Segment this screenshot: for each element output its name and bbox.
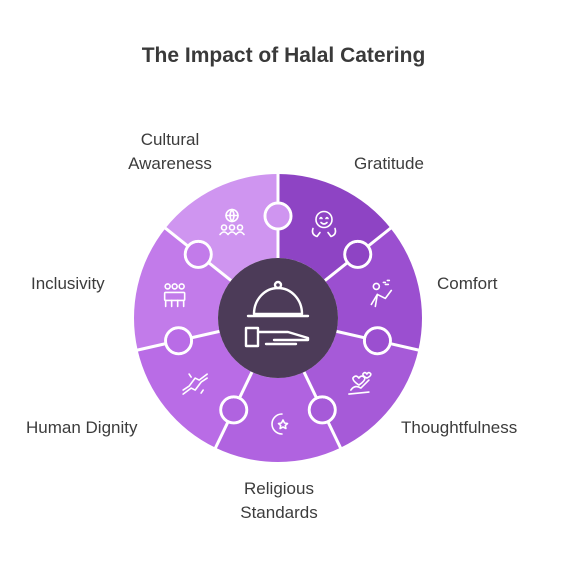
- puzzle-knob-fill: [222, 398, 246, 422]
- puzzle-knob-fill: [346, 242, 370, 266]
- puzzle-knob-fill: [266, 204, 290, 228]
- relaxing-person-icon: [370, 279, 393, 308]
- hearts-hand-icon: [348, 371, 372, 395]
- people-table-icon: [163, 283, 186, 308]
- segment-comfort: [324, 228, 422, 351]
- segment-religious: [215, 372, 341, 462]
- label-comfort: Comfort: [437, 274, 498, 293]
- label-cultural-awareness: Cultural Awareness: [128, 130, 212, 173]
- globe-people-icon: [219, 208, 245, 236]
- puzzle-knob-fill: [310, 398, 334, 422]
- label-gratitude: Gratitude: [354, 154, 424, 173]
- diagram-title: The Impact of Halal Catering: [141, 44, 426, 67]
- label-thoughtfulness: Thoughtfulness: [401, 418, 518, 437]
- hands-reaching-icon: [182, 373, 208, 395]
- grateful-face-icon: [311, 210, 337, 238]
- segment-gratitude: [278, 174, 391, 281]
- serving-cloche-icon: [244, 280, 310, 348]
- puzzle-knob-fill: [365, 329, 389, 353]
- label-religious-standards: Religious Standards: [240, 479, 318, 522]
- label-human-dignity: Human Dignity: [26, 418, 138, 437]
- label-inclusivity: Inclusivity: [31, 274, 105, 293]
- puzzle-knob-fill: [186, 242, 210, 266]
- puzzle-knob-fill: [167, 329, 191, 353]
- center-hub: [218, 258, 338, 378]
- segment-icons: [163, 208, 393, 435]
- crescent-star-icon: [271, 413, 289, 435]
- segment-separators: [135, 172, 421, 451]
